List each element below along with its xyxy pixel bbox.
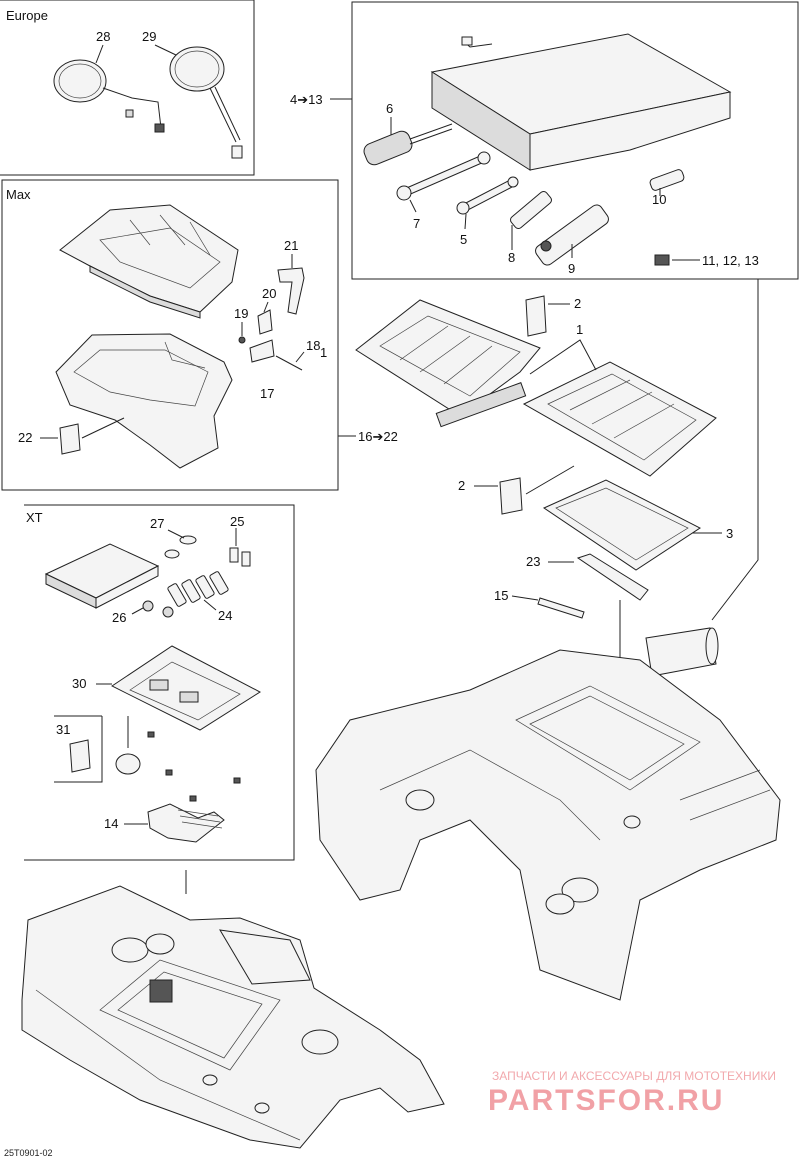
bracket-2a	[525, 295, 547, 337]
bracket-2b	[499, 477, 523, 515]
tool-tube	[645, 627, 719, 677]
callout-18: 18	[306, 338, 320, 353]
europe-frame: Europe	[0, 0, 255, 176]
xt-small-nuts	[147, 731, 241, 802]
callout-2b: 2	[458, 478, 465, 493]
drawing-code: 25T0901-02	[4, 1148, 53, 1158]
tool-wrench-7	[396, 151, 491, 201]
arrow-2b	[525, 465, 575, 495]
leader-20	[263, 301, 269, 313]
xt-bolts-24	[167, 571, 229, 607]
callout-18b: 1	[320, 345, 327, 360]
callout-28: 28	[96, 29, 110, 44]
tool-fuse-10	[649, 169, 685, 191]
leader-22b	[81, 417, 125, 439]
xt-washer	[115, 716, 141, 775]
leader-24	[203, 599, 217, 611]
xt-cable-14	[147, 803, 225, 843]
tool-socket-8	[510, 190, 552, 230]
leader-26	[131, 607, 144, 615]
callout-7: 7	[413, 216, 420, 231]
xt-nut-26	[142, 600, 174, 618]
leader-29	[154, 44, 177, 56]
callout-22: 22	[18, 430, 32, 445]
callout-25: 25	[230, 514, 244, 529]
max-rod-18	[275, 355, 303, 371]
rear-fender-max	[315, 649, 781, 1001]
callout-11-12-13: 11, 12, 13	[702, 253, 759, 268]
latch-23	[576, 553, 649, 601]
watermark-logo: PARTSFOR.RU	[488, 1084, 724, 1117]
max-lid	[59, 204, 239, 319]
tool-kit-bag	[430, 33, 732, 171]
tool-screwdriver	[363, 123, 453, 166]
gasket-3	[542, 479, 701, 571]
max-hinge-20	[257, 309, 273, 335]
callout-20: 20	[262, 286, 276, 301]
callout-4-13: 4➔13	[290, 92, 323, 107]
watermark-tagline: ЗАПЧАСТИ И АКСЕССУАРЫ ДЛЯ МОТОТЕХНИКИ	[492, 1069, 776, 1083]
callout-30: 30	[72, 676, 86, 691]
callout-10: 10	[652, 192, 666, 207]
leader-7	[409, 199, 417, 213]
leader-18	[295, 351, 305, 363]
max-label: Max	[6, 187, 31, 202]
callout-31: 31	[56, 722, 70, 737]
mirror-right	[169, 46, 243, 159]
tools-connector	[711, 279, 759, 621]
callout-26: 26	[112, 610, 126, 625]
max-latch-21	[277, 267, 305, 315]
tool-fuses-11-13	[654, 254, 670, 266]
callout-23: 23	[526, 554, 540, 569]
leader-28	[95, 44, 104, 64]
mirror-left	[53, 59, 165, 133]
callout-21: 21	[284, 238, 298, 253]
tool-wrench-5	[456, 176, 519, 215]
xt-label: XT	[26, 510, 43, 525]
callout-27: 27	[150, 516, 164, 531]
europe-label: Europe	[6, 8, 48, 23]
callout-17: 17	[260, 386, 274, 401]
callout-3: 3	[726, 526, 733, 541]
rack-right	[522, 361, 717, 477]
max-clip-22	[59, 423, 81, 455]
xt-frame: XT	[24, 504, 295, 861]
callout-6: 6	[386, 101, 393, 116]
leader-27	[167, 529, 185, 539]
tool-socket-9	[535, 204, 609, 266]
rear-fender-xt	[21, 885, 445, 1149]
callout-16-22: 16➔22	[358, 429, 398, 444]
callout-15: 15	[494, 588, 508, 603]
rack-left	[355, 299, 541, 428]
xt-clip-31-box	[54, 715, 103, 783]
callout-1: 1	[576, 322, 583, 337]
xt-bolt-25	[229, 547, 251, 567]
callout-8: 8	[508, 250, 515, 265]
max-tub	[55, 333, 233, 469]
key-15	[537, 597, 585, 619]
xt-nut-27	[164, 535, 197, 559]
callout-14: 14	[104, 816, 118, 831]
leader-15	[511, 595, 539, 601]
leader-5	[464, 213, 467, 230]
xt-pad	[44, 543, 160, 609]
leader-1	[529, 339, 597, 375]
callout-29: 29	[142, 29, 156, 44]
callout-19: 19	[234, 306, 248, 321]
xt-plate-30	[111, 645, 261, 731]
max-bracket-19	[238, 336, 275, 363]
callout-5: 5	[460, 232, 467, 247]
callout-9: 9	[568, 261, 575, 276]
callout-2a: 2	[574, 296, 581, 311]
tools-frame	[351, 1, 799, 280]
max-frame: Max	[1, 179, 339, 491]
callout-24: 24	[218, 608, 232, 623]
